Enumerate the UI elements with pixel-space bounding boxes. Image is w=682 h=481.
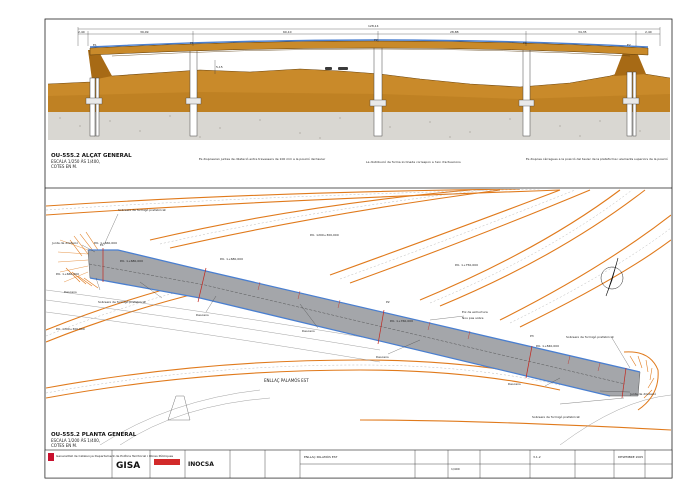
elevation-title: OU-555.2 ALÇAT GENERAL [51, 153, 132, 159]
clearance-label: 5,15 [216, 65, 223, 69]
span-label-4: 28,88 [450, 30, 459, 34]
pier-footings [85, 97, 640, 107]
deck-top-surface [89, 39, 649, 48]
sheet-number: 3.1.2 [533, 455, 541, 459]
label-pk-mid: P.K. 1+760,000 [390, 319, 413, 323]
logo-gisa: GISA [116, 461, 140, 471]
label-sobre-right: Sobreeix de formigó prefabricat [566, 335, 615, 339]
label-pk-road3: P.K. 1+750,000 [455, 263, 478, 267]
gravel-dots [59, 115, 641, 139]
label-descens-left: Descens [64, 290, 77, 294]
span-label-5: 34,35 [578, 30, 587, 34]
pier-e1-shaft-2 [95, 77, 100, 137]
pier-label-p1: P1 [190, 41, 194, 45]
note-3: Es disposa càrregues a la posició del ta… [526, 157, 668, 161]
lower-roads [46, 289, 671, 445]
label-sobre-left: Sobreeix de formigó prefabricat [98, 300, 147, 304]
pier-label-e2: E2 [627, 43, 631, 47]
label-pk-road2: P.K. 1+680,000 [220, 257, 243, 261]
label-pk-left2: P.K. 1200+300,000 [56, 327, 85, 331]
label-descens-right: Descens [376, 355, 389, 359]
left-abutment-fan [57, 239, 89, 283]
span-label-2: 39,09 [140, 30, 149, 34]
label-descens-bottom: Descens [508, 382, 521, 386]
pier-e1-shaft [89, 77, 96, 137]
bottom-drain-structure [167, 395, 191, 421]
elevation-scale: ESCALA 1/250 ÀS 1/400, [51, 159, 100, 164]
label-ll-top: Sobreeix de formigó prefabricat [118, 208, 167, 212]
label-p3: P3 [530, 334, 534, 338]
elevation-units: COTES EN M. [51, 164, 77, 169]
pier-label-p3: P3 [523, 41, 527, 45]
plan-scale: ESCALA 1/200 ÀS 1/400, [51, 438, 100, 443]
label-ll-joint: Junta de dilatació [51, 241, 78, 245]
plan-small-ticks [257, 281, 601, 372]
plan-pier-marks [102, 248, 627, 399]
org-name: Generalitat de Catalunya Departament de … [56, 454, 174, 458]
label-descens-mid: Descens [196, 313, 209, 317]
label-e1: E1 [100, 243, 104, 247]
label-descens-low: Descens [302, 329, 315, 333]
pier-p2-shaft [373, 43, 383, 137]
road-edges [46, 189, 671, 431]
bridge-axis [88, 263, 626, 385]
label-p2: P2 [386, 300, 390, 304]
title-block: Generalitat de Catalunya Departament de … [44, 449, 673, 479]
vehicles [325, 67, 348, 70]
label-pk-left3: P.K. 1+660,000 [56, 272, 79, 276]
north-arrow [600, 257, 624, 297]
road-lanes [46, 189, 671, 394]
left-abutment-embankment [88, 50, 112, 80]
note-1: Es disposaran juntes de dilatació entre … [199, 157, 326, 161]
label-pk1: P.K. 1+660,000 [94, 241, 117, 245]
deck-underside [111, 48, 631, 57]
span-label-6: 2,40 [645, 30, 652, 34]
note-2: La distribució de forma inclinada corres… [366, 160, 461, 164]
plan-view: Sobreeix de formigó prefabricat Junta de… [46, 189, 671, 448]
elevation-view: 128,14 2,40 39,09 60,10 28,88 34,35 2,40… [47, 24, 671, 169]
label-sobre-bottom: Sobreeix de formigó prefabricat [532, 415, 581, 419]
embankment-hatch-right [623, 351, 659, 411]
bridge-deck [89, 40, 649, 56]
pier-p3-shaft [522, 47, 531, 137]
sheet-scale: 1/400 [451, 467, 460, 471]
pier-p1-shaft [189, 47, 198, 137]
bridge-plan-edge-bottom [89, 277, 611, 397]
right-abutment-embankment [614, 50, 646, 76]
leader-lines [81, 213, 631, 405]
logo-inocsa: INOCSA [188, 461, 214, 468]
total-length-label: 128,14 [368, 24, 379, 28]
catalonia-flag-icon [48, 453, 54, 461]
plan-units: COTES EN M. [51, 443, 77, 448]
red-banner-icon [154, 459, 180, 465]
dimension-line [77, 27, 661, 74]
label-enllac: ENLLAÇ PALAMÓS EST [264, 378, 309, 383]
pier-label-p2: P2 [374, 38, 378, 42]
plan-title: OU-555.2 PLANTA GENERAL [51, 432, 137, 438]
span-label-1: 2,40 [78, 30, 85, 34]
sheet-date: DESEMBRE 2005 [618, 455, 643, 459]
pier-label-e1: E1 [93, 43, 97, 47]
gravel-layer [48, 108, 670, 140]
label-pk-right: P.K. 1+840,000 [536, 344, 559, 348]
label-pk2: P.K. 1+680,000 [120, 259, 143, 263]
project-name: ENLLAÇ PALAMÓS EST [304, 454, 338, 459]
label-nou-pas: Nou pas sobre [462, 316, 484, 320]
label-eix: Eix de estructura [462, 310, 488, 314]
bridge-plan-deck [87, 249, 641, 397]
soil-shading [48, 92, 670, 112]
span-label-3: 60,10 [283, 30, 292, 34]
label-junta-right: Junta de dilatació [629, 392, 656, 396]
label-pk-road: P.K. 1200+300,000 [310, 233, 339, 237]
